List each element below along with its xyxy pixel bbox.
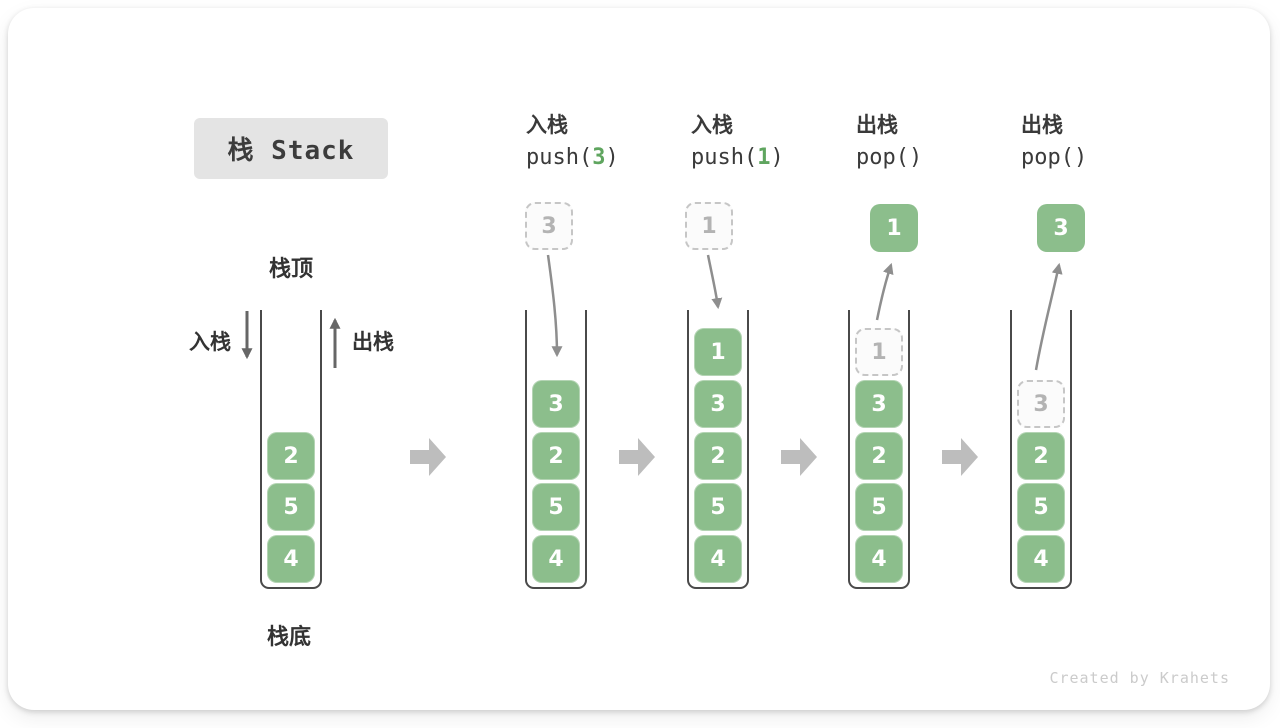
step-right-arrow-icon (619, 438, 655, 476)
floating-popped-element: 1 (870, 204, 918, 252)
pop-side-label: 出栈 (352, 330, 394, 354)
stack-block: 2 (267, 432, 315, 480)
stack-block: 5 (267, 483, 315, 531)
operation-code: push(1) (691, 145, 784, 170)
operation-code: push(3) (526, 145, 619, 170)
stack-2-container: 3 2 5 4 (525, 310, 587, 589)
stack-top-label: 栈顶 (268, 257, 313, 282)
operation-code: pop() (856, 145, 923, 170)
stack-block: 4 (694, 535, 742, 583)
operation-label-pop-3: 出栈 pop() (1021, 113, 1181, 172)
stack-block: 5 (855, 483, 903, 531)
stack-block: 3 (532, 380, 580, 428)
floating-popped-element: 3 (1037, 204, 1085, 252)
operation-code: pop() (1021, 145, 1088, 170)
operation-arg: 1 (757, 145, 771, 170)
stack-block: 5 (694, 483, 742, 531)
ghost-block: 3 (1017, 380, 1065, 428)
stack-5-container: 3 2 5 4 (1010, 310, 1072, 589)
operation-name: 入栈 (526, 113, 568, 137)
stack-block: 2 (1017, 432, 1065, 480)
operation-name: 入栈 (691, 113, 733, 137)
push-arrow-icon (706, 254, 723, 310)
diagram-title: 栈 Stack (194, 118, 388, 179)
stack-block: 2 (694, 432, 742, 480)
operation-name: 出栈 (856, 113, 898, 137)
stack-block: 4 (532, 535, 580, 583)
operation-arg: 3 (592, 145, 606, 170)
ghost-block: 1 (855, 328, 903, 376)
floating-ghost-element: 3 (525, 202, 573, 250)
stack-1-container: 2 5 4 (260, 310, 322, 589)
stack-block: 4 (855, 535, 903, 583)
stack-block: 4 (1017, 535, 1065, 583)
stack-4-container: 1 3 2 5 4 (848, 310, 910, 589)
stack-block: 5 (532, 483, 580, 531)
push-side-label: 入栈 (189, 330, 231, 354)
stack-block: 4 (267, 535, 315, 583)
stack-block: 3 (694, 380, 742, 428)
operation-label-push-1: 入栈 push(1) (691, 113, 851, 172)
operation-name: 出栈 (1021, 113, 1063, 137)
step-right-arrow-icon (410, 438, 446, 476)
operation-label-pop-1: 出栈 pop() (856, 113, 1016, 172)
stack-block: 2 (532, 432, 580, 480)
operation-label-push-3: 入栈 push(3) (526, 113, 686, 172)
stack-3-container: 1 3 2 5 4 (687, 310, 749, 589)
watermark: Created by Krahets (1049, 669, 1230, 687)
diagram-title-text: 栈 Stack (227, 136, 355, 166)
step-right-arrow-icon (781, 438, 817, 476)
stack-block: 2 (855, 432, 903, 480)
stack-block: 5 (1017, 483, 1065, 531)
stack-bottom-label: 栈底 (266, 625, 311, 650)
stack-block: 1 (694, 328, 742, 376)
floating-ghost-element: 1 (685, 202, 733, 250)
stack-block: 3 (855, 380, 903, 428)
diagram-card: 栈 Stack 入栈 push(3) 入栈 push(1) 出栈 pop() 出… (8, 8, 1270, 710)
step-right-arrow-icon (942, 438, 978, 476)
